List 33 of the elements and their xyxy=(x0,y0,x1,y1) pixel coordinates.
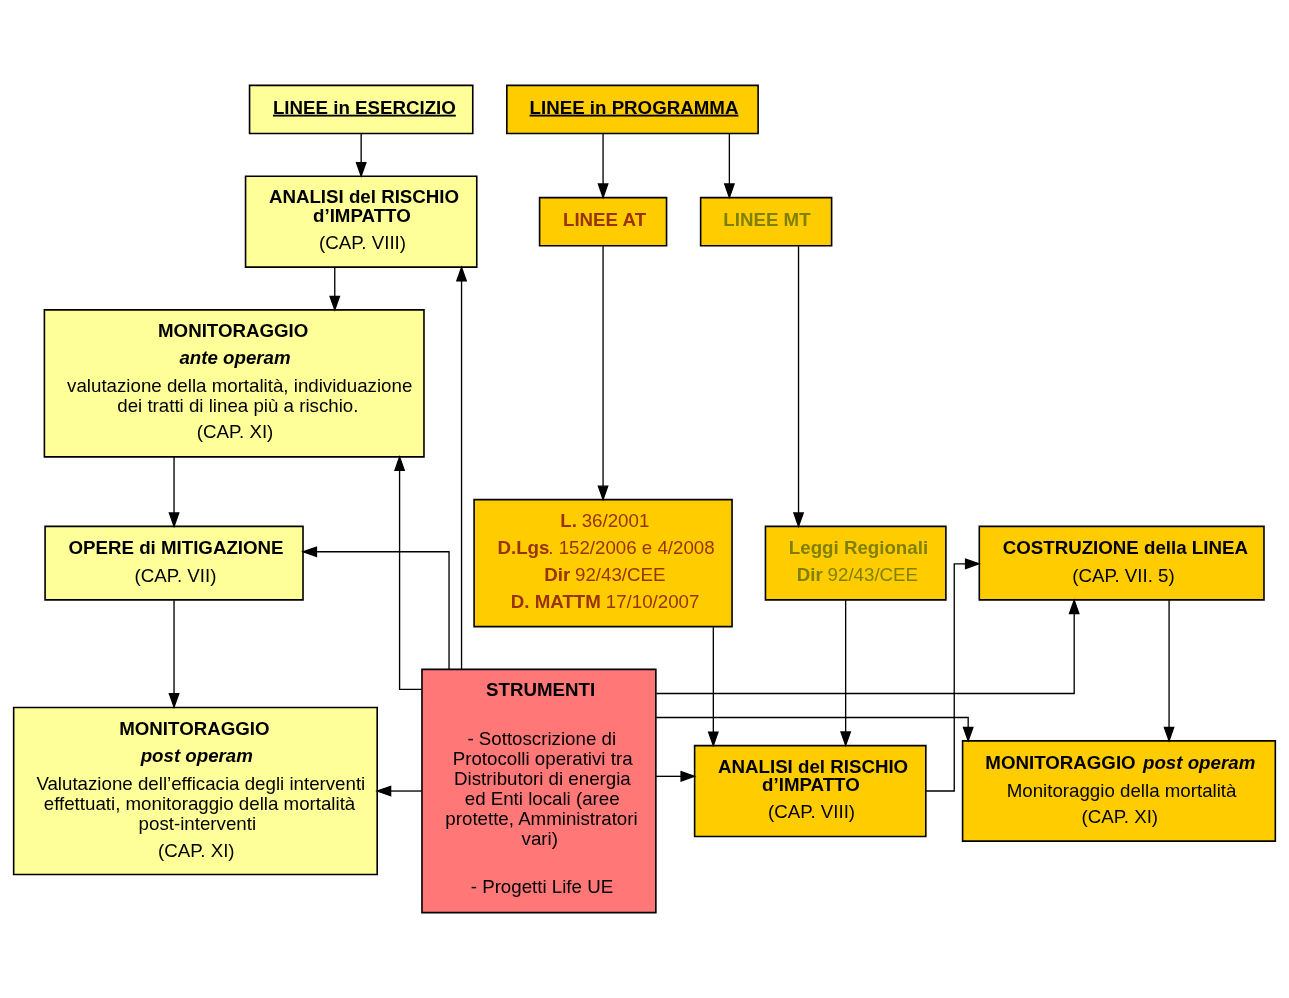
node-box: LINEE MT xyxy=(699,196,833,247)
node-box: OPERE di MITIGAZIONE (CAP. VII) xyxy=(44,525,304,601)
arrow xyxy=(925,558,981,792)
arrow xyxy=(355,133,367,179)
node-box: MONITORAGGIO post operam Monitoraggio della mortalità (CAP. XI) xyxy=(961,740,1277,842)
node-box: ANALISI del RISCHIO d’IMPATTO (CAP. VIII) xyxy=(693,744,927,838)
node-box: STRUMENTI - Sottoscrizione di Protocolli operativi tra Distributori di energia ed Enti locali (aree protette, Amministratori vari) - Progetti Life UE xyxy=(421,668,657,914)
arrow xyxy=(301,546,450,670)
arrow xyxy=(168,456,180,529)
arrow xyxy=(455,265,468,670)
node-box: MONITORAGGIO ante operam valutazione della mortalità, individuazione dei tratti di linea più a rischio. (CAP. XI) xyxy=(43,309,425,458)
arrow xyxy=(655,770,697,782)
node-box: ANALISI del RISCHIO d’IMPATTO (CAP. VIII) xyxy=(244,175,478,268)
arrow xyxy=(375,785,423,797)
node-box: LINEE in ESERCIZIO xyxy=(248,84,474,135)
arrow xyxy=(597,245,609,502)
arrow xyxy=(168,599,180,710)
arrow xyxy=(792,245,805,529)
arrow xyxy=(655,598,1080,695)
node-box: Leggi Regionali Dir 92/43/CEE xyxy=(764,525,947,601)
arrow xyxy=(723,133,735,200)
arrow xyxy=(707,626,719,748)
arrow xyxy=(329,266,341,312)
node-box: L. 36/2001 D.Lgs. 152/2006 e 4/2008 Dir 92/43/CEE D. MATTM 17/10/2007 xyxy=(473,498,733,628)
node-box: COSTRUZIONE della LINEA (CAP. VII. 5) xyxy=(978,525,1265,601)
arrow xyxy=(597,133,609,200)
node-box: MONITORAGGIO post operam Valutazione dell’efficacia degli interventi effettuati, monitoraggio della mortalità post-interventi (CAP. XI) xyxy=(12,706,378,876)
arrow xyxy=(393,455,423,691)
arrow xyxy=(1163,599,1175,743)
arrow xyxy=(840,599,852,748)
arrow xyxy=(655,716,974,743)
node-box: LINEE AT xyxy=(538,196,668,247)
node-box: LINEE in PROGRAMMA xyxy=(506,84,759,135)
